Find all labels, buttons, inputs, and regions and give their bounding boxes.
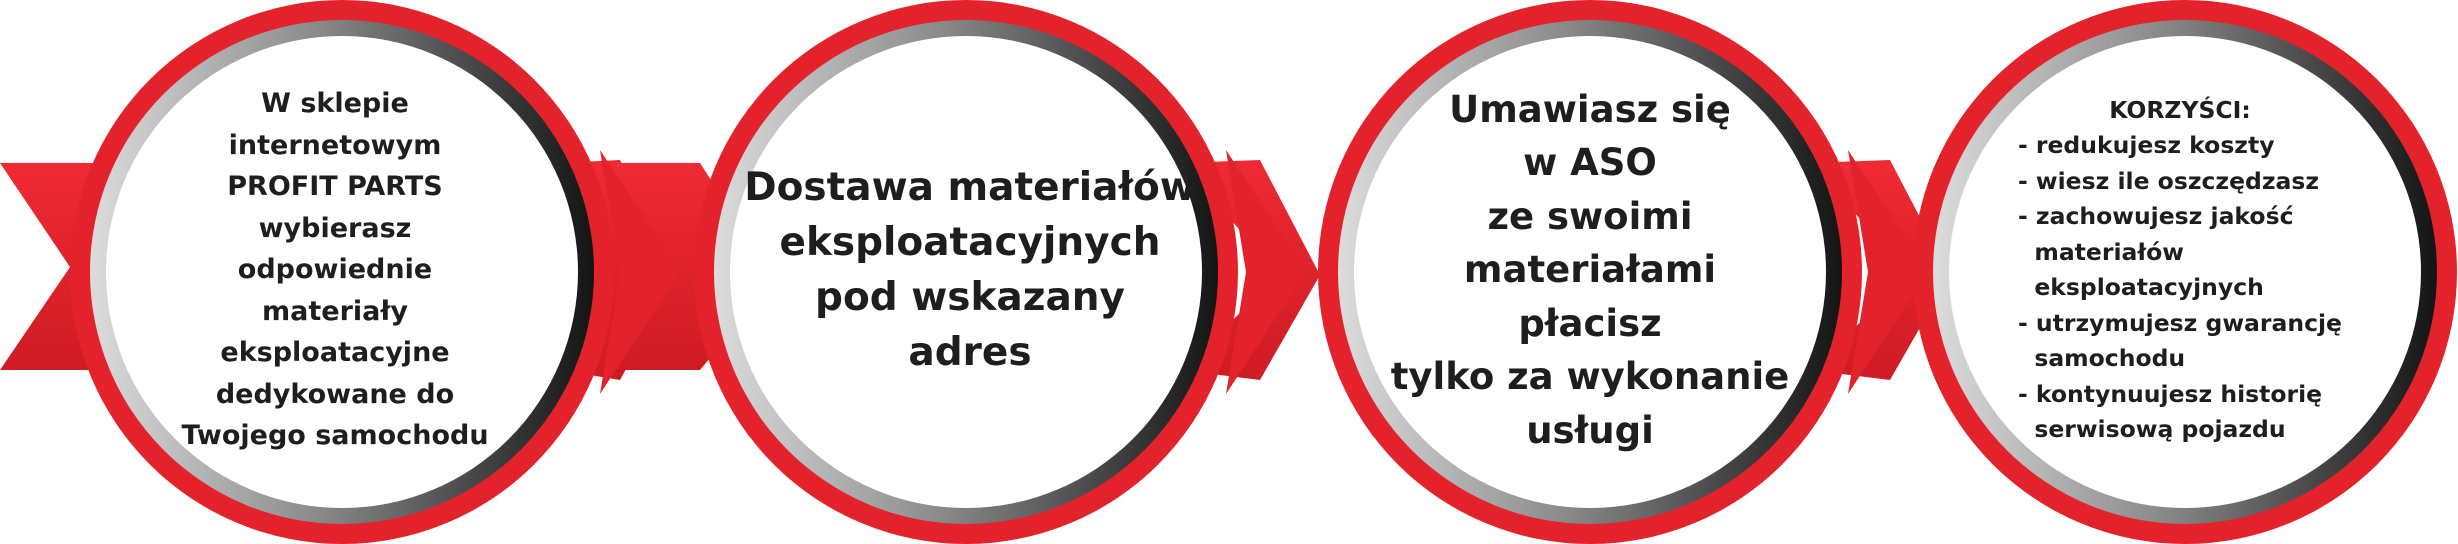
arrow-connector-2 [1180,160,1320,380]
step-2-text: Dostawa materiałów eksploatacyjnych pod ws… [710,40,1230,500]
text-line: Dostawa materiałów [744,165,1196,210]
text-line: eksploatacyjnych [779,220,1161,265]
text-line: Umawiasz się [1449,87,1731,131]
text-line: PROFIT PARTS [227,171,443,203]
text-line: usługi [1526,408,1654,452]
benefit-line: - zachowujesz jakość [2017,202,2294,230]
text-line: w ASO [1523,141,1657,185]
circle-3 [1318,0,1862,544]
benefit-line: serwisową pojazdu [2017,415,2286,443]
arrow-tip-2 [1226,150,1306,394]
text-line: odpowiednie [237,254,433,286]
text-line: adres [908,330,1032,375]
text-line: materiały [262,295,408,327]
circle-4 [1913,0,2457,544]
text-line: materiałami [1463,248,1717,292]
step-3-text: Umawiasz się w ASO ze swoimi materiałami pła… [1340,40,1840,500]
benefits-header: KORZYŚCI: [2109,95,2251,124]
arrow-connector-3 [1810,160,1950,380]
text-line: ze swoimi [1487,194,1693,238]
arrow-tip-3 [1848,150,1928,394]
text-line: Twojego samochodu [181,420,489,452]
text-line: internetowym [228,129,442,161]
benefit-line: - wiesz ile oszczędzasz [2017,166,2320,195]
circle-1 [70,0,614,544]
benefit-line: samochodu [2017,344,2186,372]
circle-2 [694,0,1238,544]
benefit-line: eksploatacyjnych [2017,273,2264,301]
text-line: dedykowane do [215,378,455,410]
text-line: wybierasz [258,212,412,244]
text-line: płacisz [1518,301,1662,345]
benefit-line: - redukujesz koszty [2017,131,2275,159]
text-line: pod wskazany [815,275,1125,320]
text-line: eksploatacyjne [220,337,450,369]
text-line: W sklepie [261,88,409,120]
benefits-text: KORZYŚCI: - redukujesz koszty - wiesz ile… [1990,40,2370,500]
arrow-connector-1 [560,160,680,380]
benefit-line: - kontynuujesz historię [2017,379,2323,408]
benefit-line: materiałów [2017,237,2184,266]
arrow-tip-1 [600,150,680,394]
text-line: tylko za wykonanie [1390,355,1790,399]
benefit-line: - utrzymujesz gwarancję [2017,308,2343,337]
